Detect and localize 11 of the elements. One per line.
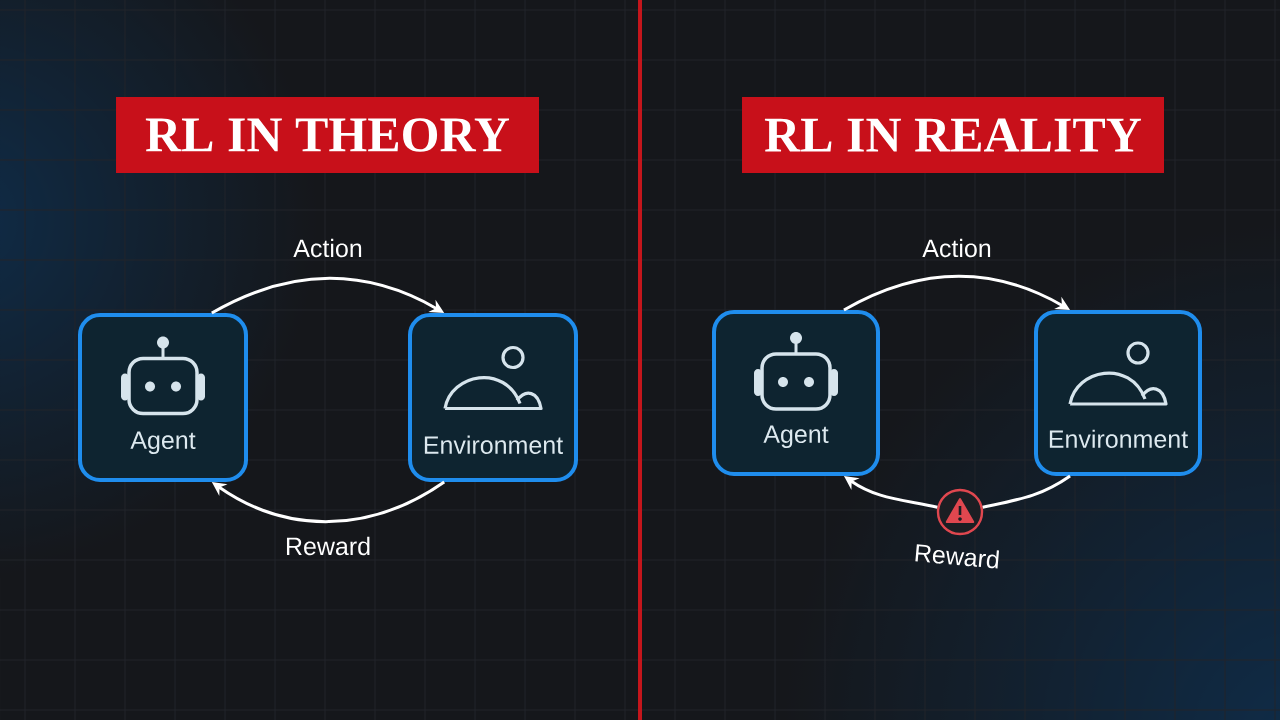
warning-icon (936, 488, 984, 536)
node-box: Agent (78, 313, 248, 482)
edge-label: Reward (286, 536, 370, 556)
title-banner: RL IN REALITY (742, 97, 1164, 173)
edge-label: Action (922, 238, 991, 258)
node-box: Agent (712, 310, 880, 476)
node-box: Environment (408, 313, 578, 482)
node-box: Environment (1034, 310, 1202, 476)
title-banner: RL IN THEORY (116, 97, 539, 173)
edge-label: Reward (915, 544, 1000, 569)
edge-label: Action (293, 238, 362, 258)
